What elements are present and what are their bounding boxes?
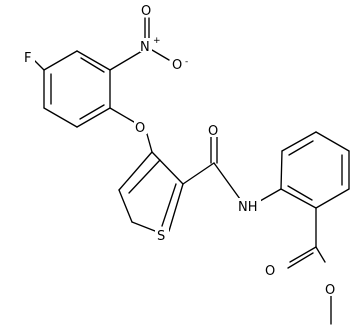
nitro-oxygen-top-label: O bbox=[141, 4, 151, 19]
nitro-negative-charge: - bbox=[185, 57, 188, 67]
fluorine-atom-label: F bbox=[24, 51, 31, 66]
thiophene-ring bbox=[118, 151, 184, 232]
nitro-positive-charge: + bbox=[153, 36, 161, 46]
nitro-nitrogen-label: N bbox=[140, 40, 150, 55]
fluoronitrophenyl-ring bbox=[43, 50, 111, 128]
amide-group bbox=[182, 136, 282, 202]
ether-linkage bbox=[109, 107, 153, 153]
nitro-oxygen-right-label: O bbox=[172, 58, 182, 73]
ester-ether-oxygen-label: O bbox=[325, 283, 335, 298]
amide-nh-label: NH bbox=[238, 200, 258, 215]
nitro-group bbox=[109, 17, 170, 71]
ester-carbonyl-oxygen-label: O bbox=[265, 264, 275, 279]
amide-oxygen-label: O bbox=[208, 124, 218, 139]
methyl-ester-group bbox=[287, 207, 332, 325]
ether-oxygen-label: O bbox=[135, 121, 145, 136]
thiophene-sulfur-label: S bbox=[157, 229, 165, 244]
benzoate-ring bbox=[280, 131, 350, 209]
